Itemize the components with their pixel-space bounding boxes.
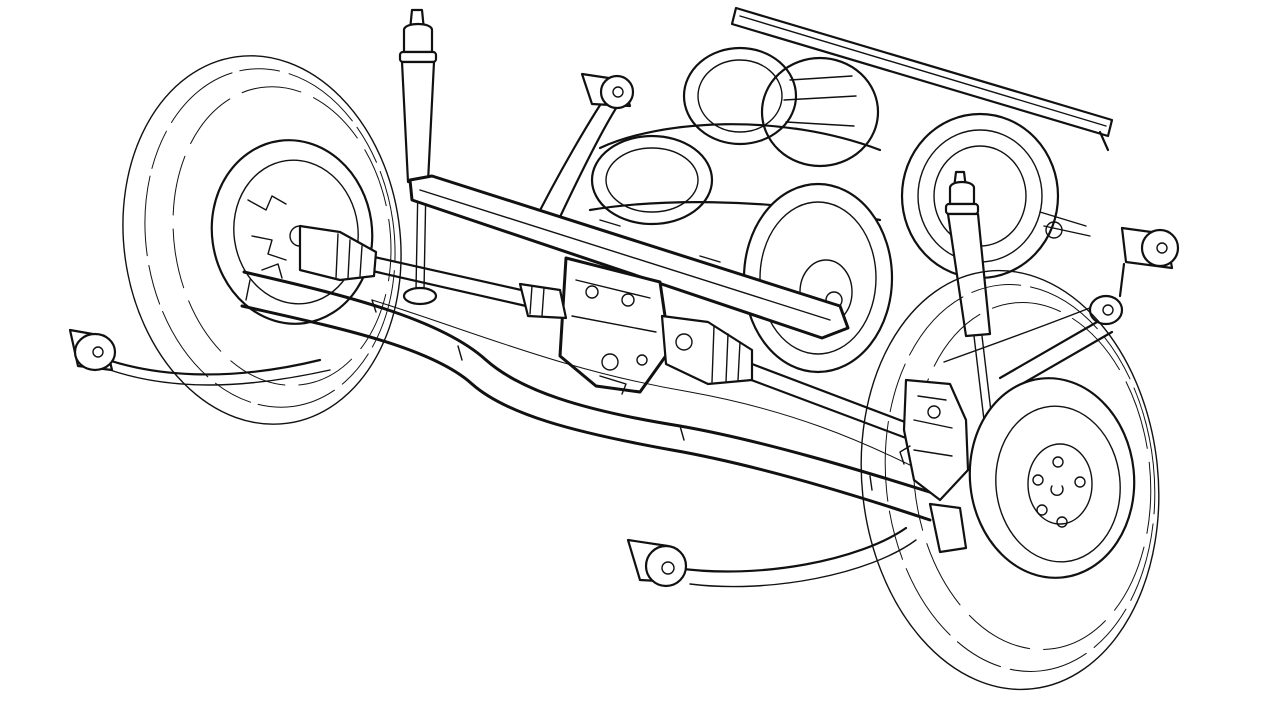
right-inboard-drum xyxy=(900,112,1091,280)
left-spring-front-bushing xyxy=(68,328,117,372)
right-brake-drum xyxy=(968,377,1136,579)
right-wheel-stud-3 xyxy=(1036,504,1048,516)
right-tyre-tread-1 xyxy=(884,284,1156,672)
right-spring-rear-bushing xyxy=(1120,226,1180,270)
right-wheel-stud-2 xyxy=(1074,476,1086,488)
left-wheel xyxy=(122,55,402,425)
right-tyre-tread-2 xyxy=(912,302,1152,650)
right-wheel-stud-5 xyxy=(1032,474,1044,486)
right-spring-front-bushing xyxy=(626,538,688,588)
right-hub-mark xyxy=(1050,485,1064,496)
line-art xyxy=(68,6,1180,691)
right-inner-cv-joint xyxy=(660,314,754,386)
right-leaf-spring xyxy=(626,226,1180,588)
right-driveshaft xyxy=(660,314,928,446)
right-tyre-outer xyxy=(860,269,1160,691)
left-backing-plate xyxy=(233,159,359,305)
differential xyxy=(558,256,672,395)
right-hub-carrier xyxy=(899,378,970,554)
right-hub xyxy=(1027,443,1093,525)
right-wheel-stud-4 xyxy=(1056,516,1068,528)
right-drum-face xyxy=(995,405,1121,563)
left-shock-absorber xyxy=(398,8,438,306)
left-brake-hardware xyxy=(247,195,287,279)
left-upper-link xyxy=(528,72,635,236)
left-tyre-tread-2 xyxy=(172,86,392,386)
center-beam xyxy=(408,174,850,340)
axle-tube xyxy=(240,270,938,522)
left-spring-main-leaf xyxy=(90,352,322,376)
right-wheel-stud-1 xyxy=(1052,456,1064,468)
left-driveshaft xyxy=(298,224,568,320)
left-cv-boot xyxy=(298,224,378,282)
left-upper-link-bushing xyxy=(580,72,635,110)
left-leaf-spring xyxy=(68,328,331,386)
middle-drum xyxy=(742,182,894,374)
left-tyre-tread-1 xyxy=(144,68,396,408)
right-upper-link xyxy=(998,294,1124,394)
top-cross-member xyxy=(730,6,1114,152)
left-brake-drum xyxy=(210,139,374,325)
left-spring-second-leaf xyxy=(109,369,331,386)
right-wheel xyxy=(860,269,1160,691)
left-tyre-outer xyxy=(122,55,402,425)
left-inner-cv-joint xyxy=(518,282,568,320)
